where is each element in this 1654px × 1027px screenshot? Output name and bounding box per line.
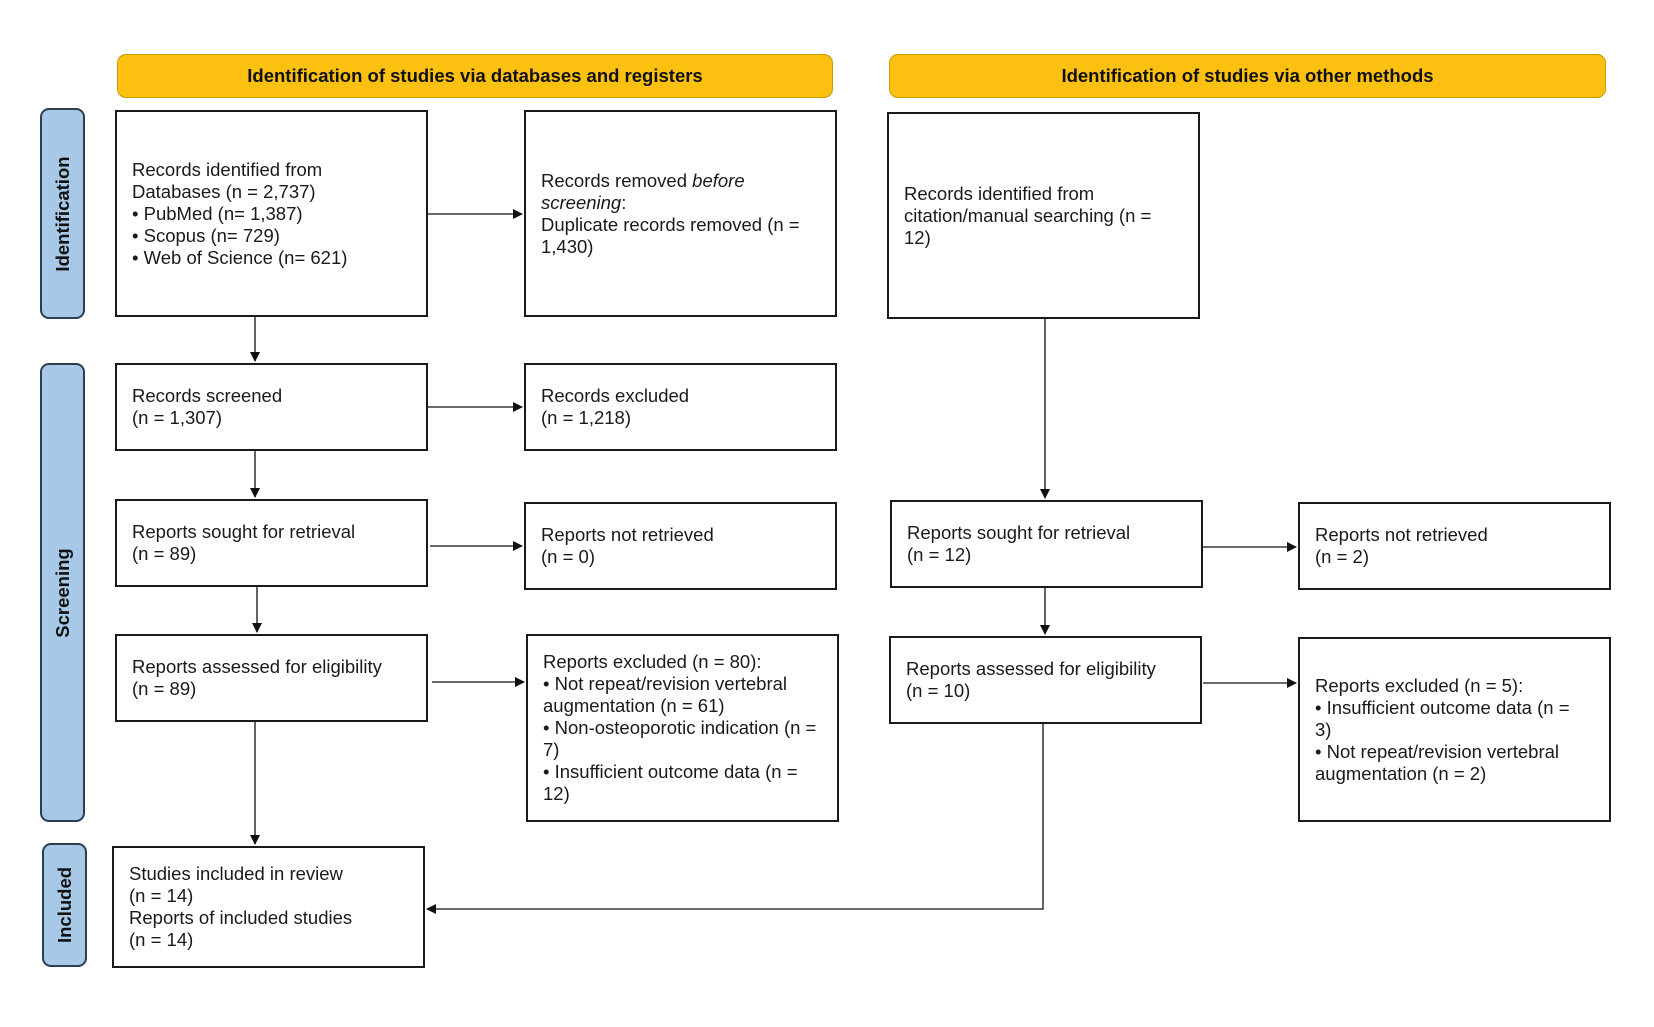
text: screening: [541,192,821,214]
box-reports-excluded-databases: Reports excluded (n = 80): Not repeat/re… [526,634,839,822]
text: 1,430) [541,235,594,257]
header-other-methods: Identification of studies via other meth… [889,54,1606,98]
phase-included: Included [42,843,87,967]
box-records-screened: Records screened (n = 1,307) [115,363,428,451]
text: (n = 14) [129,885,194,906]
text: Reports not retrieved [1315,524,1488,545]
text: Reports excluded (n = 80): [543,651,762,672]
box-records-excluded: Records excluded (n = 1,218) [524,363,837,451]
box-records-identified-databases: Records identified from Databases (n = 2… [115,110,428,317]
text: Reports sought for retrieval [907,522,1131,543]
text: (n = 10) [906,680,971,701]
text: citation/manual searching (n = [904,204,1152,226]
box-reports-assessed-other: Reports assessed for eligibility (n = 10… [889,636,1202,724]
bullet-item: Not repeat/revision vertebral [1315,741,1595,763]
text-emphasis: before [692,169,745,191]
header-other-label: Identification of studies via other meth… [1061,65,1434,86]
text: 3) [1315,718,1332,740]
text: (n = 89) [132,678,197,699]
bullet-item: Insufficient outcome data (n = [1315,697,1595,719]
text: Records identified from [132,158,323,180]
header-databases: Identification of studies via databases … [117,54,833,98]
box-reports-excluded-other: Reports excluded (n = 5): Insufficient o… [1298,637,1611,822]
text: Reports of included studies [129,907,353,928]
text: Records removed [541,169,693,191]
text: (n = 0) [541,546,595,567]
text: Reports sought for retrieval [132,521,356,542]
bullet-item: Not repeat/revision vertebral [543,673,823,695]
box-reports-not-retrieved-other: Reports not retrieved (n = 2) [1298,502,1611,590]
text: Reports assessed for eligibility [906,658,1156,679]
bullet-item: PubMed (n= 1,387) [132,203,412,225]
text: Records removed before [541,170,821,192]
text: (n = 1,307) [132,407,222,428]
text: Reports assessed for eligibility [132,656,382,677]
arrow [426,724,1044,914]
box-reports-sought-databases: Reports sought for retrieval (n = 89) [115,499,428,587]
text: augmentation (n = 61) [543,695,725,716]
box-studies-included: Studies included in review (n = 14) Repo… [112,846,425,968]
text: (n = 2) [1315,546,1369,567]
text: Studies included in review [129,863,343,884]
bullet-item: Non-osteoporotic indication (n = [543,717,823,739]
box-reports-not-retrieved-databases: Reports not retrieved (n = 0) [524,502,837,590]
text-emphasis: screening [541,191,622,213]
text: 12) [543,783,570,804]
text: (n = 89) [132,543,197,564]
bullet-item: Insufficient outcome data (n = [543,761,823,783]
bullet-item: Scopus (n= 729) [132,225,412,247]
text: augmentation (n = 2) [1315,762,1487,784]
text: (n = 12) [907,544,972,565]
text: Records excluded [541,385,690,406]
text: Databases (n = 2,737) [132,180,316,202]
text: Duplicate records removed (n = [541,213,800,235]
box-reports-assessed-databases: Reports assessed for eligibility (n = 89… [115,634,428,722]
header-databases-label: Identification of studies via databases … [247,65,703,86]
text: 12) [904,226,931,248]
text: : [621,191,627,213]
phase-screening: Screening [40,363,85,822]
text: Reports not retrieved [541,524,714,545]
bullet-item: Web of Science (n= 621) [132,247,412,269]
box-records-removed: Records removed before screening: Duplic… [524,110,837,317]
text: (n = 1,218) [541,407,631,428]
text: Reports excluded (n = 5): [1315,674,1524,696]
text: Records screened [132,385,283,406]
text: 7) [543,739,560,760]
phase-identification: Identification [40,108,85,319]
box-records-identified-other: Records identified from citation/manual … [887,112,1200,319]
box-reports-sought-other: Reports sought for retrieval (n = 12) [890,500,1203,588]
text: Records identified from [904,182,1095,204]
text: (n = 14) [129,929,194,950]
